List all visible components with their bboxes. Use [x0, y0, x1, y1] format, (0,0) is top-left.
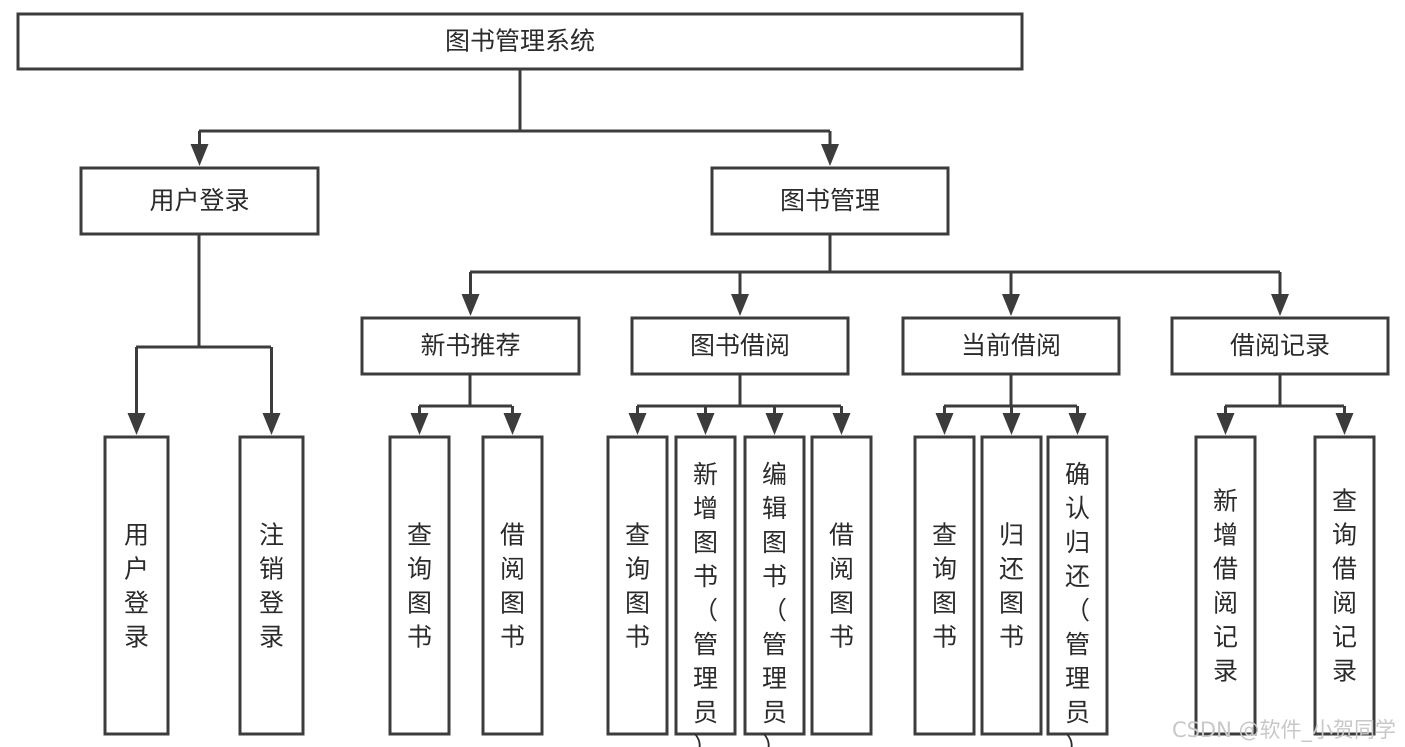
node-box-leaf-edit-book [743, 435, 806, 736]
node-box-leaf-return-book [980, 435, 1043, 736]
node-leaf-borrow-book[interactable]: 借阅图书 [810, 435, 873, 736]
node-label-root: 图书管理系统 [445, 27, 595, 56]
connector-edge-userlogin-group [127, 234, 281, 435]
node-box-leaf-add-record [1194, 435, 1257, 736]
node-label-leaf-confirm-return: 确认归还（管理员） [1065, 460, 1090, 747]
node-leaf-user-logout[interactable]: 注销登录 [238, 435, 305, 736]
node-label-leaf-borrow-book: 借阅图书 [829, 521, 854, 652]
node-label-leaf-user-login: 用户登录 [124, 521, 149, 652]
node-label-leaf-query-record: 查询借阅记录 [1332, 487, 1357, 686]
node-borrow-record[interactable]: 借阅记录 [1170, 316, 1390, 376]
node-box-current-borrow [901, 316, 1121, 376]
connector-edge-bookmanage-group [461, 234, 1289, 316]
connector-edge-bookborrow-group [628, 374, 851, 435]
node-label-leaf-query-book: 查询图书 [625, 521, 650, 652]
node-label-leaf-query-book-rec: 查询图书 [407, 521, 432, 652]
node-box-new-book-rec [360, 316, 581, 376]
node-root[interactable]: 图书管理系统 [16, 12, 1024, 71]
node-box-book-borrow [630, 316, 850, 376]
node-user-login[interactable]: 用户登录 [79, 166, 320, 236]
node-box-borrow-record [1170, 316, 1390, 376]
node-book-borrow[interactable]: 图书借阅 [630, 316, 850, 376]
node-box-leaf-confirm-return [1046, 435, 1109, 736]
watermark-layer: CSDN @软件_小贺同学 [1172, 718, 1396, 743]
node-box-book-manage [710, 166, 950, 236]
csdn-watermark: CSDN @软件_小贺同学 [1172, 718, 1396, 743]
node-label-current-borrow: 当前借阅 [961, 331, 1061, 360]
node-leaf-query-book-cur[interactable]: 查询图书 [913, 435, 976, 736]
connector-edge-borrowrecord-group [1216, 374, 1354, 435]
node-leaf-confirm-return[interactable]: 确认归还（管理员） [1046, 435, 1109, 747]
node-leaf-query-book[interactable]: 查询图书 [606, 435, 669, 736]
node-box-leaf-query-book-rec [388, 435, 451, 736]
node-book-manage[interactable]: 图书管理 [710, 166, 950, 236]
node-box-leaf-add-book [674, 435, 737, 736]
node-leaf-query-record[interactable]: 查询借阅记录 [1313, 435, 1376, 736]
connector-edge-root-group [190, 69, 839, 166]
node-label-user-login: 用户登录 [149, 186, 249, 215]
node-box-leaf-user-logout [238, 435, 305, 736]
node-label-book-manage: 图书管理 [780, 186, 880, 215]
node-label-leaf-edit-book: 编辑图书（管理员） [762, 460, 787, 747]
node-label-leaf-query-book-cur: 查询图书 [932, 521, 957, 652]
connector-edge-newbook-group [410, 374, 522, 435]
node-leaf-edit-book[interactable]: 编辑图书（管理员） [743, 435, 806, 747]
node-leaf-borrow-book-rec[interactable]: 借阅图书 [481, 435, 544, 736]
node-box-leaf-query-book-cur [913, 435, 976, 736]
connector-edge-currentborrow-group [935, 374, 1087, 435]
node-label-borrow-record: 借阅记录 [1230, 331, 1330, 360]
node-box-user-login [79, 166, 320, 236]
node-label-leaf-add-book: 新增图书（管理员） [693, 460, 718, 747]
node-label-new-book-rec: 新书推荐 [420, 331, 520, 360]
node-box-root [16, 12, 1024, 71]
node-label-leaf-return-book: 归还图书 [999, 521, 1024, 652]
node-box-leaf-borrow-book-rec [481, 435, 544, 736]
node-label-leaf-user-logout: 注销登录 [259, 521, 284, 652]
node-leaf-add-book[interactable]: 新增图书（管理员） [674, 435, 737, 747]
node-label-leaf-add-record: 新增借阅记录 [1213, 487, 1238, 686]
node-layer: 图书管理系统用户登录图书管理新书推荐图书借阅当前借阅借阅记录用户登录注销登录查询… [16, 12, 1390, 747]
node-label-book-borrow: 图书借阅 [690, 331, 790, 360]
node-box-leaf-query-record [1313, 435, 1376, 736]
node-box-leaf-query-book [606, 435, 669, 736]
node-label-leaf-borrow-book-rec: 借阅图书 [500, 521, 525, 652]
node-current-borrow[interactable]: 当前借阅 [901, 316, 1121, 376]
node-new-book-rec[interactable]: 新书推荐 [360, 316, 581, 376]
node-box-leaf-borrow-book [810, 435, 873, 736]
node-leaf-user-login[interactable]: 用户登录 [103, 435, 170, 736]
node-box-leaf-user-login [103, 435, 170, 736]
node-leaf-return-book[interactable]: 归还图书 [980, 435, 1043, 736]
node-leaf-query-book-rec[interactable]: 查询图书 [388, 435, 451, 736]
connector-layer [127, 69, 1354, 435]
node-leaf-add-record[interactable]: 新增借阅记录 [1194, 435, 1257, 736]
